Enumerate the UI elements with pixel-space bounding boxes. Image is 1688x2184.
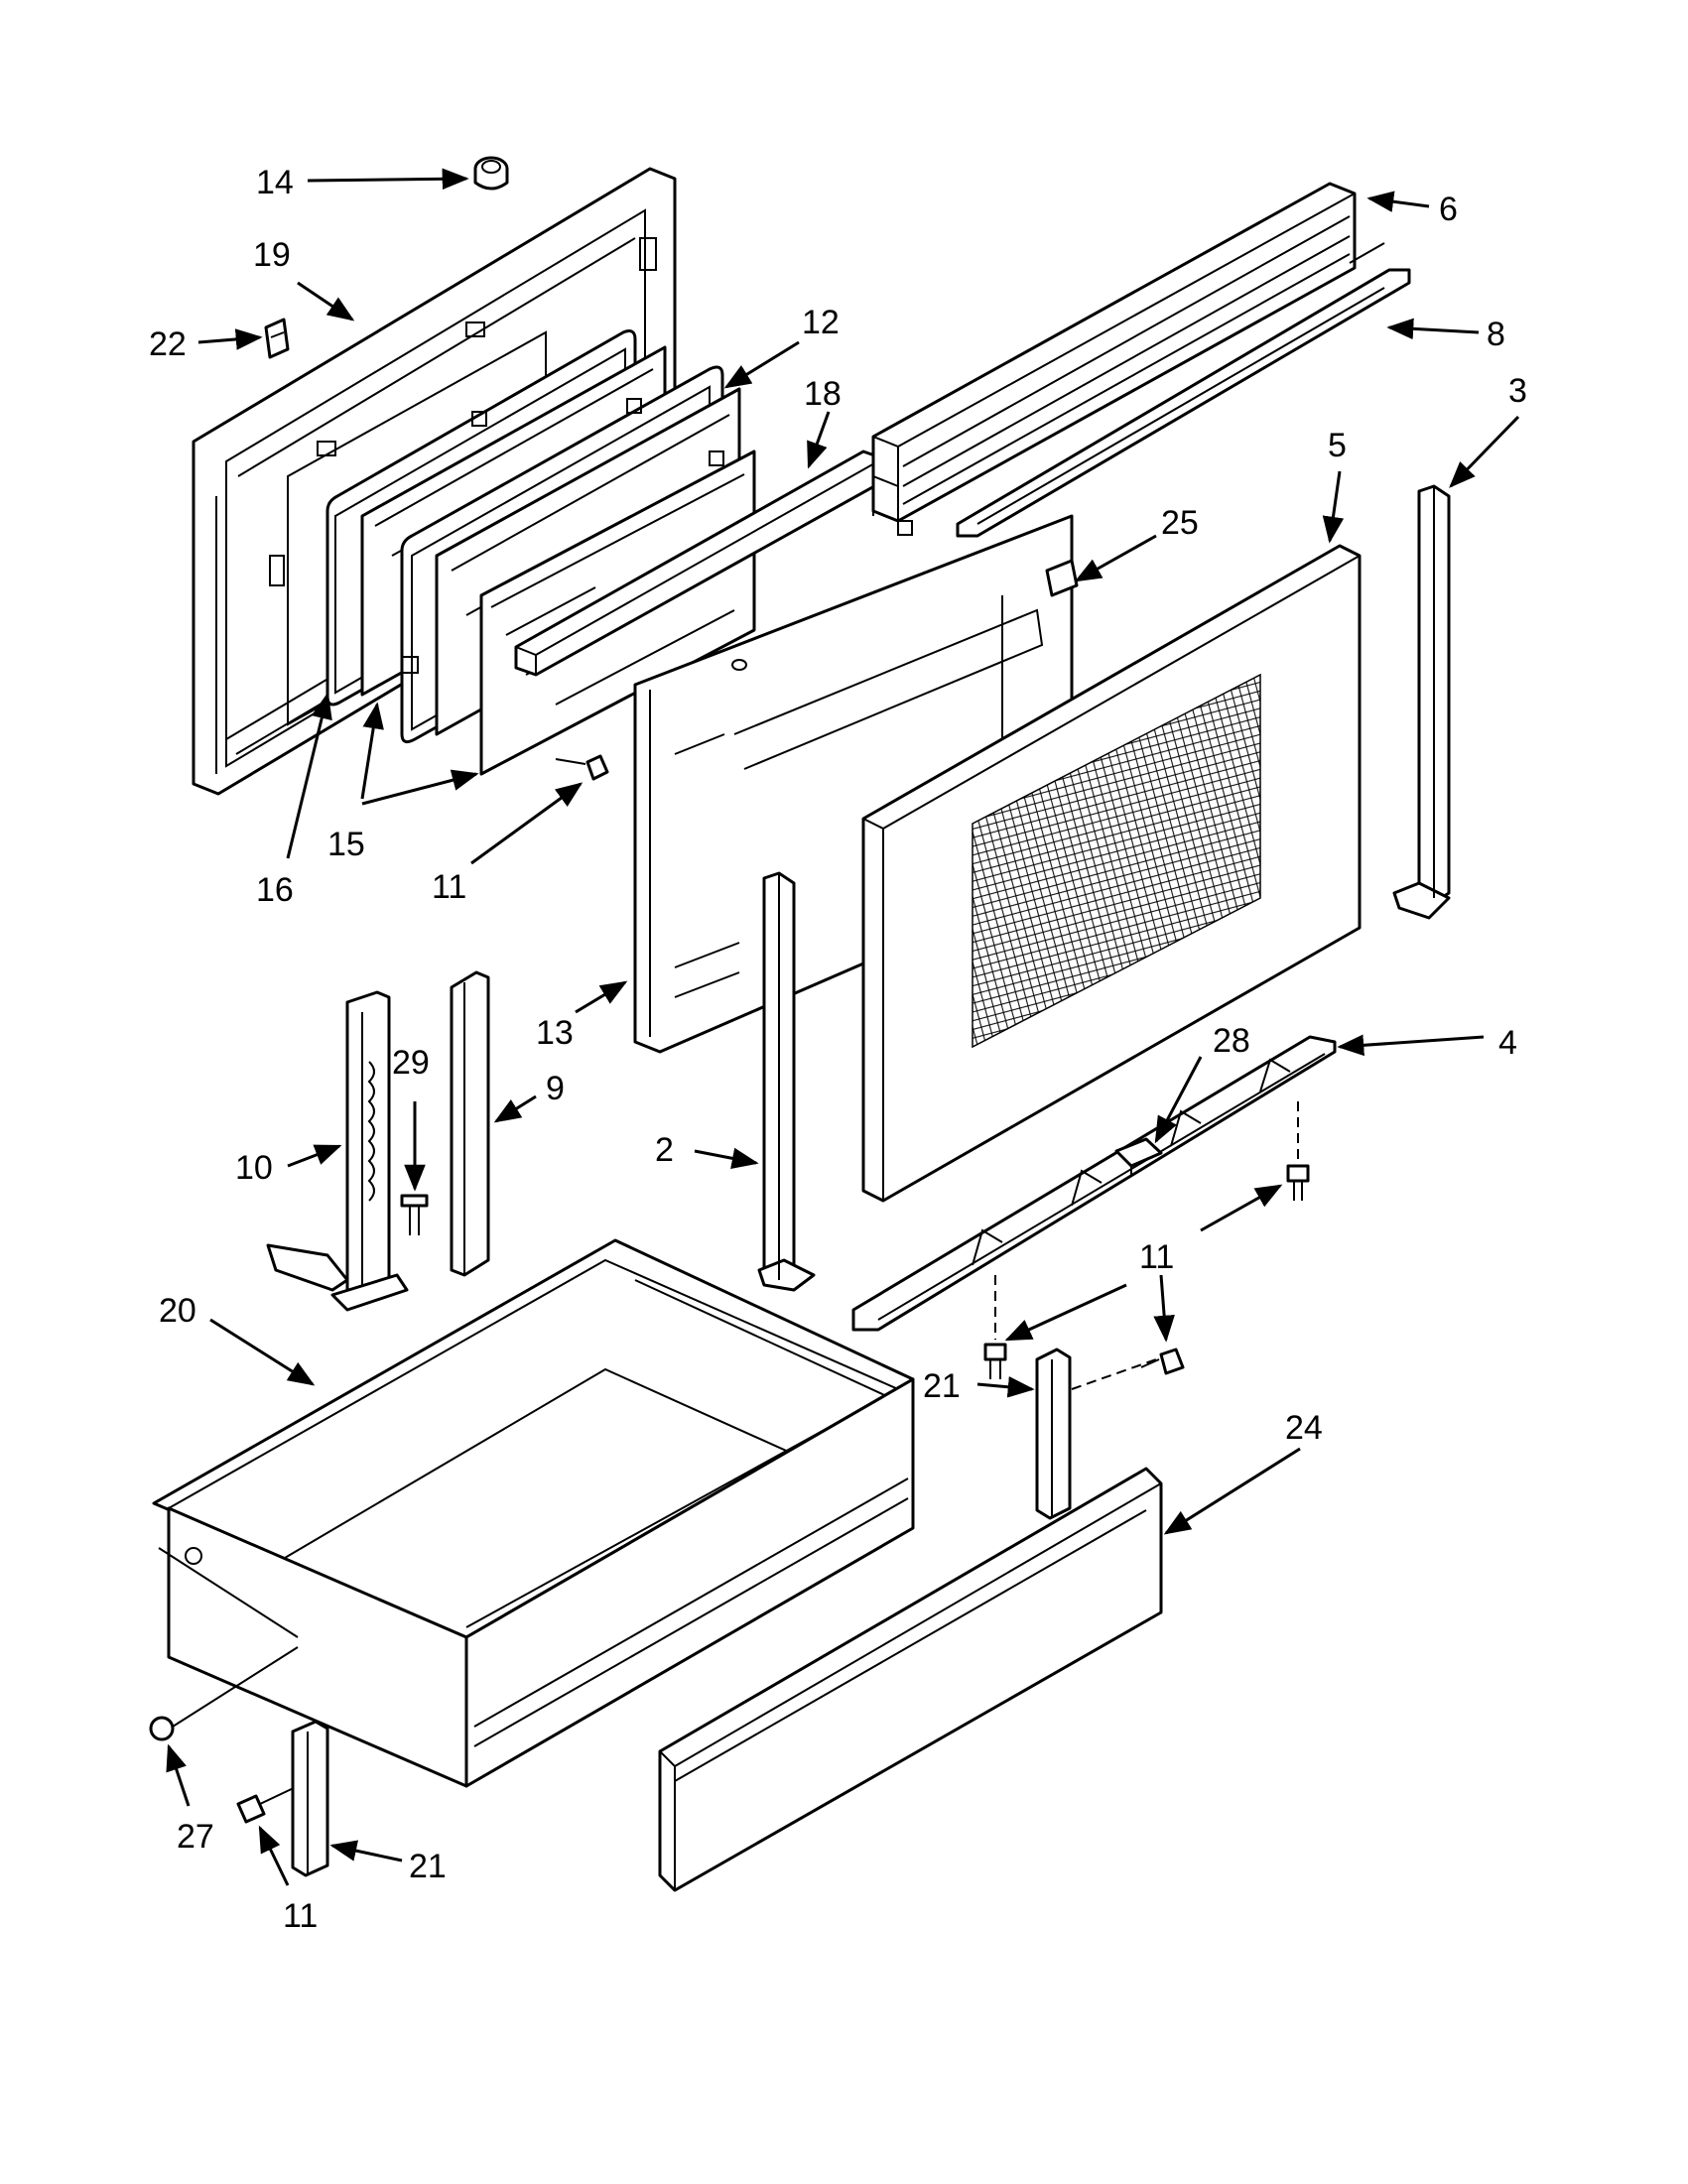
callout-15: 15	[327, 826, 365, 863]
callout-2: 2	[655, 1131, 674, 1169]
callout-19: 19	[253, 236, 291, 274]
screw-11-mid-right	[1140, 1348, 1185, 1375]
callout-16: 16	[256, 871, 294, 909]
door-clip-22	[264, 318, 290, 359]
callout-21-lower: 21	[409, 1848, 447, 1885]
screw-11-mid-left	[983, 1343, 1007, 1379]
callout-21-upper: 21	[923, 1367, 961, 1405]
callout-11-rail: 11	[1139, 1238, 1174, 1276]
door-bumper-14	[473, 156, 509, 191]
leader-lines	[166, 168, 1520, 1886]
door-glass-stack	[325, 329, 756, 776]
callout-6: 6	[1439, 191, 1458, 228]
outer-door-panel-5	[861, 544, 1362, 1203]
side-trim-3	[1392, 484, 1451, 920]
callout-5: 5	[1328, 427, 1347, 464]
callout-14: 14	[256, 164, 294, 201]
callout-28: 28	[1213, 1022, 1250, 1060]
callout-20: 20	[159, 1292, 196, 1330]
callout-4: 4	[1498, 1024, 1517, 1062]
bracket-25	[1045, 559, 1079, 597]
callout-9: 9	[546, 1070, 565, 1107]
callout-24: 24	[1285, 1409, 1323, 1447]
door-handle-8	[956, 242, 1411, 538]
callout-11-upper: 11	[432, 868, 466, 906]
control-panel-6	[871, 182, 1357, 536]
callout-labels: 14 19 22 12 18 6 8 3 5 25 16 15 11 13 29…	[149, 164, 1527, 1935]
callout-3: 3	[1508, 372, 1527, 410]
callout-13: 13	[536, 1014, 574, 1052]
callout-25: 25	[1161, 504, 1199, 542]
side-trim-2	[757, 871, 816, 1292]
trim-strip-9	[450, 970, 490, 1277]
screw-11-upper	[555, 754, 609, 781]
assembly-lines	[994, 1101, 1299, 1390]
hinge-10	[266, 990, 409, 1312]
screw-29	[400, 1194, 429, 1235]
drawer-slide-21-upper	[1035, 1348, 1072, 1520]
callout-11-bottom: 11	[283, 1897, 318, 1935]
screw-11-rail	[1286, 1164, 1310, 1201]
callout-29: 29	[392, 1044, 430, 1082]
drawer-front-24	[658, 1467, 1163, 1892]
drawer-slide-21-lower	[291, 1720, 329, 1877]
callout-10: 10	[235, 1149, 273, 1187]
callout-18: 18	[804, 375, 842, 413]
bracket-28	[1114, 1137, 1163, 1176]
callout-8: 8	[1487, 316, 1505, 353]
bottom-rail-4	[851, 1035, 1337, 1332]
screw-27	[149, 1646, 299, 1741]
callout-22: 22	[149, 325, 187, 363]
screw-11-bottom	[236, 1785, 299, 1824]
drawer-20	[152, 1238, 915, 1788]
callout-27: 27	[177, 1818, 214, 1856]
callout-12: 12	[802, 304, 840, 341]
